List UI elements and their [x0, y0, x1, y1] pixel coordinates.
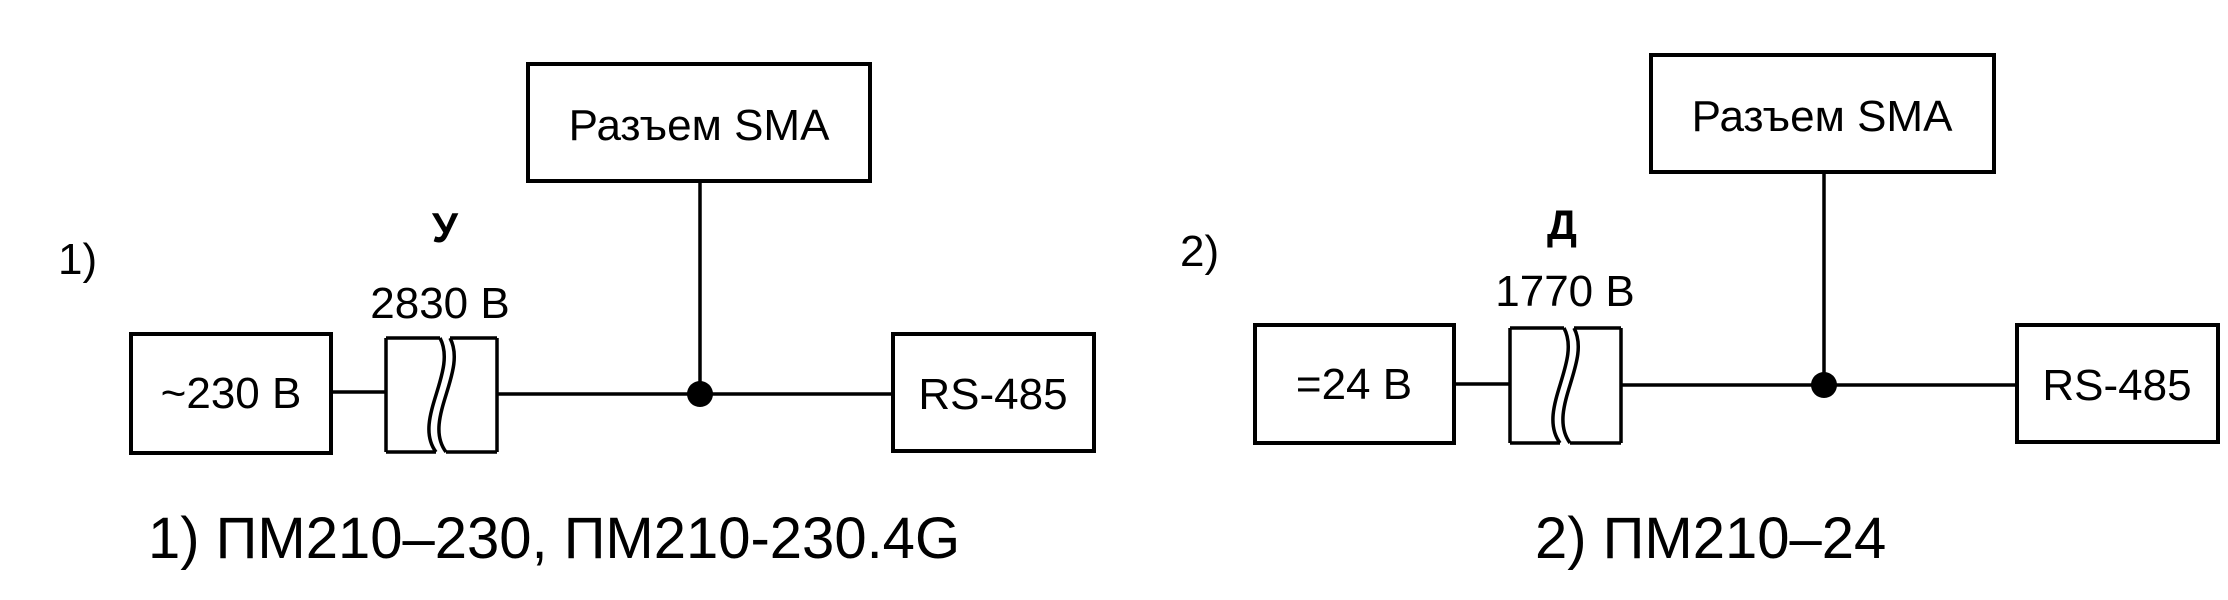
diagram-1-source-box [129, 332, 333, 455]
diagram-1-caption: 1) ПМ210–230, ПМ210-230.4G [148, 506, 960, 571]
diagram-2-isolation-voltage: 1770 В [1495, 267, 1634, 316]
diagram-1-source-label: ~230 В [161, 369, 302, 418]
diagram-2-isolation-class: Д [1547, 201, 1577, 248]
diagram-1-interface-label: RS-485 [918, 370, 1067, 419]
diagram-1: 1) Разъем SMA ~230 В У 2830 В RS-485 1 [58, 62, 1096, 571]
diagram-2-connector-label: Разъем SMA [1692, 92, 1954, 141]
diagram-2-marker: 2) [1180, 227, 1219, 276]
diagram-1-isolation-class: У [432, 204, 459, 251]
diagram-1-isolation-barrier [384, 336, 499, 454]
diagram-1-junction-dot [687, 381, 713, 407]
diagram-2-caption: 2) ПМ210–24 [1535, 506, 1886, 571]
diagram-2-source-box [1253, 323, 1456, 445]
diagram-1-connector-box [526, 62, 872, 183]
diagram-1-connector-label: Разъем SMA [569, 101, 831, 150]
diagram-2-junction-dot [1811, 372, 1837, 398]
diagram-2-isolation-barrier [1508, 326, 1623, 445]
diagram-1-isolation-voltage: 2830 В [370, 279, 509, 328]
diagram-2-source-label: =24 В [1296, 360, 1412, 409]
diagram-2-interface-box [2015, 323, 2220, 444]
diagram-2: 2) Разъем SMA =24 В Д 1770 В RS-485 2) [1180, 53, 2220, 571]
diagram-1-marker: 1) [58, 235, 97, 284]
diagram-2-interface-label: RS-485 [2042, 361, 2191, 410]
diagram-1-interface-box [891, 332, 1096, 453]
